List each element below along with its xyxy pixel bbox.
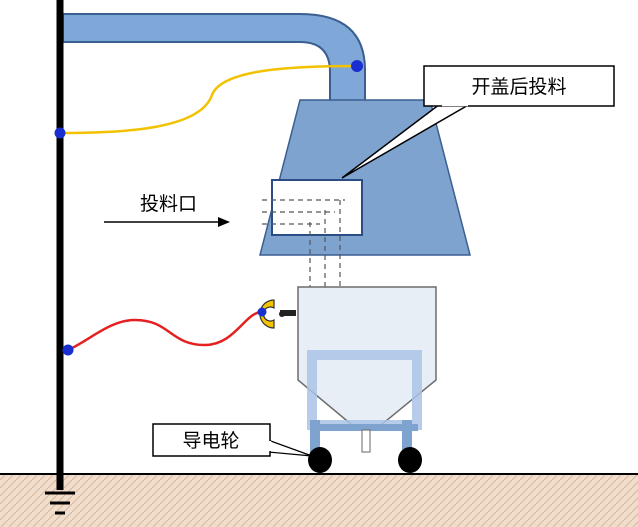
ground-clamp [259,299,296,329]
cart-wheel-left [308,447,332,473]
cart-leg-left [310,420,320,455]
cart-outlet [361,429,371,453]
supply-pipe [62,13,366,103]
cart [297,286,437,473]
callout-guide-wheel: 导电轮 [152,423,313,457]
junction-points [54,60,363,356]
feed-port-arrow [104,217,230,227]
earth-symbol [45,491,75,515]
callout-open-lid-text: 开盖后投料 [471,76,566,98]
feed-port-opening [271,179,363,236]
ground-wire-red [67,310,263,352]
ground-surface [0,474,638,527]
cart-leg-right [402,420,412,455]
feed-port-label: 投料口 [140,193,197,215]
cart-wheel-right [398,447,422,473]
ground-wire-yellow [59,64,358,135]
cart-crossbar [310,424,418,431]
callout-open-lid: 开盖后投料 [341,65,615,179]
guide-wheel-label: 导电轮 [182,430,239,452]
